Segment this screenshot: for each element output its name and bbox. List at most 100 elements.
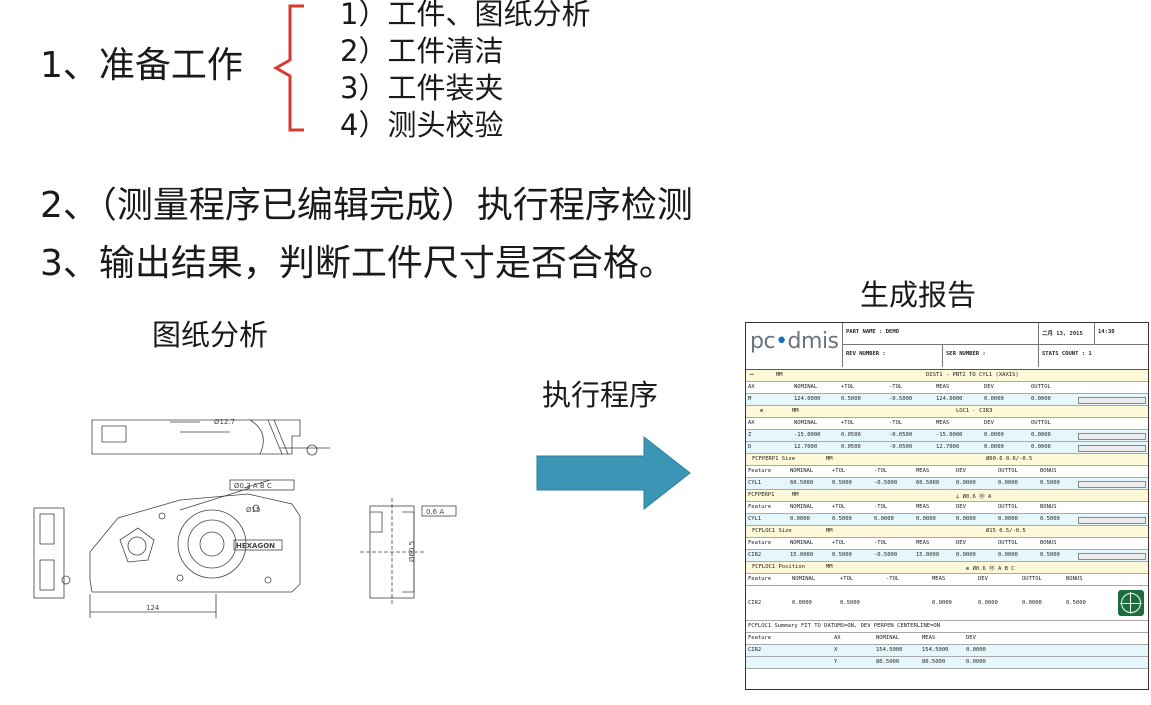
drawing-dim-side: Ø60.5 bbox=[408, 541, 416, 562]
drawing-dim-top: Ø12.7 bbox=[214, 418, 235, 426]
report-cell: 0.5000 bbox=[832, 480, 852, 486]
red-brace bbox=[272, 4, 304, 132]
report-cell: -TOL bbox=[886, 576, 900, 582]
substeps-list: 1）工件、图纸分析 2）工件清洁 3）工件装夹 4）测头校验 bbox=[340, 0, 590, 144]
report-cell: 0.0000 bbox=[874, 516, 894, 522]
report-cell: CYL1 bbox=[748, 480, 762, 486]
report-cell: 0.0000 bbox=[932, 600, 952, 606]
report-cell: 0.0000 bbox=[1031, 444, 1051, 450]
report-cell: MM bbox=[826, 456, 833, 462]
drawing-brand: HEXAGON bbox=[236, 542, 275, 550]
report-cell: +TOL bbox=[841, 420, 855, 426]
report-cell: MM bbox=[826, 564, 833, 570]
report-cell: 0.0500 bbox=[841, 432, 861, 438]
report-cell: -15.0000 bbox=[936, 432, 963, 438]
report-header: pc•dmis PART NAME : DEMO 二月 13, 2015 14:… bbox=[746, 323, 1148, 370]
report-cell: FCFPERP1 bbox=[748, 492, 775, 498]
report-cell: 0.5000 bbox=[832, 552, 852, 558]
report-cell: 0.0000 bbox=[1022, 600, 1042, 606]
report-cell: MEAS bbox=[932, 576, 946, 582]
report-cell: 154.5000 bbox=[876, 647, 903, 653]
tolerance-bar bbox=[1078, 481, 1146, 488]
report-stats-count: STATS COUNT : 1 bbox=[1038, 345, 1148, 367]
report-cell: BONUS bbox=[1066, 576, 1083, 582]
position-target-icon bbox=[1118, 590, 1144, 616]
report-cell: ⊕ bbox=[760, 408, 764, 414]
report-cell: -15.0000 bbox=[794, 432, 821, 438]
report-part-name: PART NAME : DEMO bbox=[842, 323, 1038, 345]
substep-2: 2）工件清洁 bbox=[340, 34, 504, 68]
arrow-right-icon bbox=[536, 436, 691, 510]
report-cell: Ø60.6 0.6/-0.5 bbox=[986, 456, 1033, 462]
report-cell: 0.0000 bbox=[998, 480, 1018, 486]
report-cell: DEV bbox=[956, 504, 966, 510]
report-cell: -TOL bbox=[889, 384, 903, 390]
report-cell: 0.0000 bbox=[1031, 432, 1051, 438]
report-cell: CIR2 bbox=[748, 552, 762, 558]
report-cell: NOMINAL bbox=[790, 504, 814, 510]
tolerance-bar bbox=[1078, 433, 1146, 440]
report-cell: FCFLOC1 Size bbox=[752, 528, 792, 534]
report-cell: -0.5000 bbox=[874, 480, 898, 486]
report-cell: NOMINAL bbox=[792, 576, 816, 582]
caption-report: 生成报告 bbox=[860, 278, 977, 312]
report-cell: 80.5000 bbox=[876, 659, 900, 665]
report-cell: DEV bbox=[984, 420, 994, 426]
report-cell: 0.5000 bbox=[1040, 552, 1060, 558]
report-cell: FCFLOC1 Summary FIT TO DATUMS=ON, DEV PE… bbox=[748, 623, 941, 629]
report-ser-number: SER NUMBER : bbox=[942, 345, 1038, 367]
report-cell: 15.0000 bbox=[790, 552, 814, 558]
report-cell: +TOL bbox=[832, 540, 846, 546]
report-cell: DEV bbox=[966, 635, 976, 641]
report-cell: LOC1 - CIR3 bbox=[956, 408, 993, 414]
report-cell: ⊥ Ø0.6 Ⓜ A bbox=[956, 494, 992, 500]
report-cell: Feature bbox=[748, 468, 772, 474]
report-cell: DEV bbox=[984, 384, 994, 390]
report-cell: Ø15 0.5/-0.5 bbox=[986, 528, 1026, 534]
step2-heading: 2、（测量程序已编辑完成）执行程序检测 bbox=[40, 185, 693, 226]
report-cell: Feature bbox=[748, 540, 772, 546]
report-cell: FCFLOC1 Position bbox=[752, 564, 805, 570]
report-cell: MEAS bbox=[936, 384, 950, 390]
report-row: ⊕ MM LOC1 - CIR3 bbox=[746, 406, 1148, 418]
report-cell: 0.5000 bbox=[840, 600, 860, 606]
report-cell: NOMINAL bbox=[790, 540, 814, 546]
report-cell: +TOL bbox=[841, 384, 855, 390]
report-cell: -TOL bbox=[874, 540, 888, 546]
report-cell: 0.0000 bbox=[966, 647, 986, 653]
report-date: 二月 13, 2015 bbox=[1038, 323, 1094, 345]
substep-1: 1）工件、图纸分析 bbox=[340, 0, 591, 31]
report-cell: 0.0000 bbox=[984, 396, 1004, 402]
report-cell: MM bbox=[792, 408, 799, 414]
substep-3: 3）工件装夹 bbox=[340, 71, 504, 105]
report-cell: 0.0000 bbox=[792, 600, 812, 606]
report-rev-number: REV NUMBER : bbox=[842, 345, 942, 367]
report-cell: 80.5000 bbox=[922, 659, 946, 665]
step3-heading: 3、输出结果，判断工件尺寸是否合格。 bbox=[40, 243, 675, 284]
report-cell: +TOL bbox=[832, 468, 846, 474]
report-cell: -0.0500 bbox=[889, 444, 913, 450]
report-cell: AX bbox=[748, 420, 755, 426]
pcdmis-report: pc•dmis PART NAME : DEMO 二月 13, 2015 14:… bbox=[745, 322, 1149, 690]
report-cell: OUTTOL bbox=[998, 540, 1018, 546]
report-cell: MM bbox=[776, 372, 783, 378]
report-time: 14:30 bbox=[1094, 323, 1148, 345]
report-cell: ⟷ bbox=[750, 372, 754, 378]
report-cell: OUTTOL bbox=[1031, 420, 1051, 426]
report-cell: NOMINAL bbox=[794, 384, 818, 390]
tolerance-bar bbox=[1078, 397, 1146, 404]
pcdmis-logo: pc•dmis bbox=[750, 329, 839, 354]
tolerance-bar bbox=[1078, 553, 1146, 560]
caption-execute: 执行程序 bbox=[542, 378, 659, 412]
report-cell: -0.5000 bbox=[889, 396, 913, 402]
